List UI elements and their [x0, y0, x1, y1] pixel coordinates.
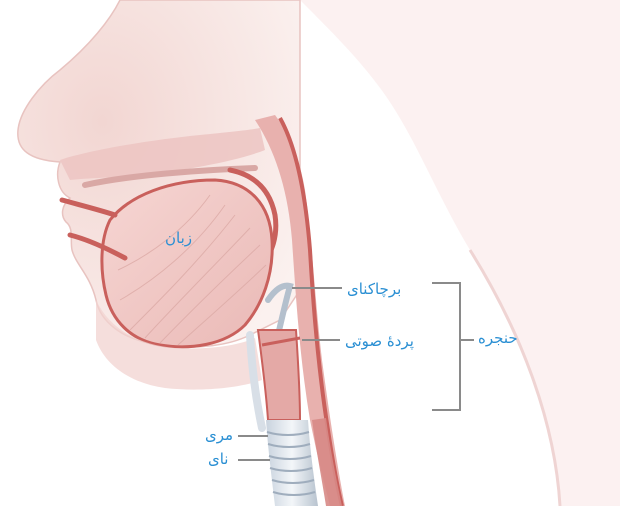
tongue-shape: [102, 180, 272, 347]
vocal-cords-label: پردهٔ صوتی: [345, 334, 414, 349]
tongue-label: زبان: [165, 231, 192, 246]
larynx-label: حنجره: [478, 331, 518, 346]
trachea-label: نای: [208, 452, 229, 467]
neck-outline: [300, 0, 620, 506]
esophagus-tube: [312, 418, 342, 506]
esophagus-label: مری: [205, 428, 233, 443]
epiglottis-label: برچاکنای: [347, 282, 401, 297]
larynx-bracket: [432, 283, 460, 410]
